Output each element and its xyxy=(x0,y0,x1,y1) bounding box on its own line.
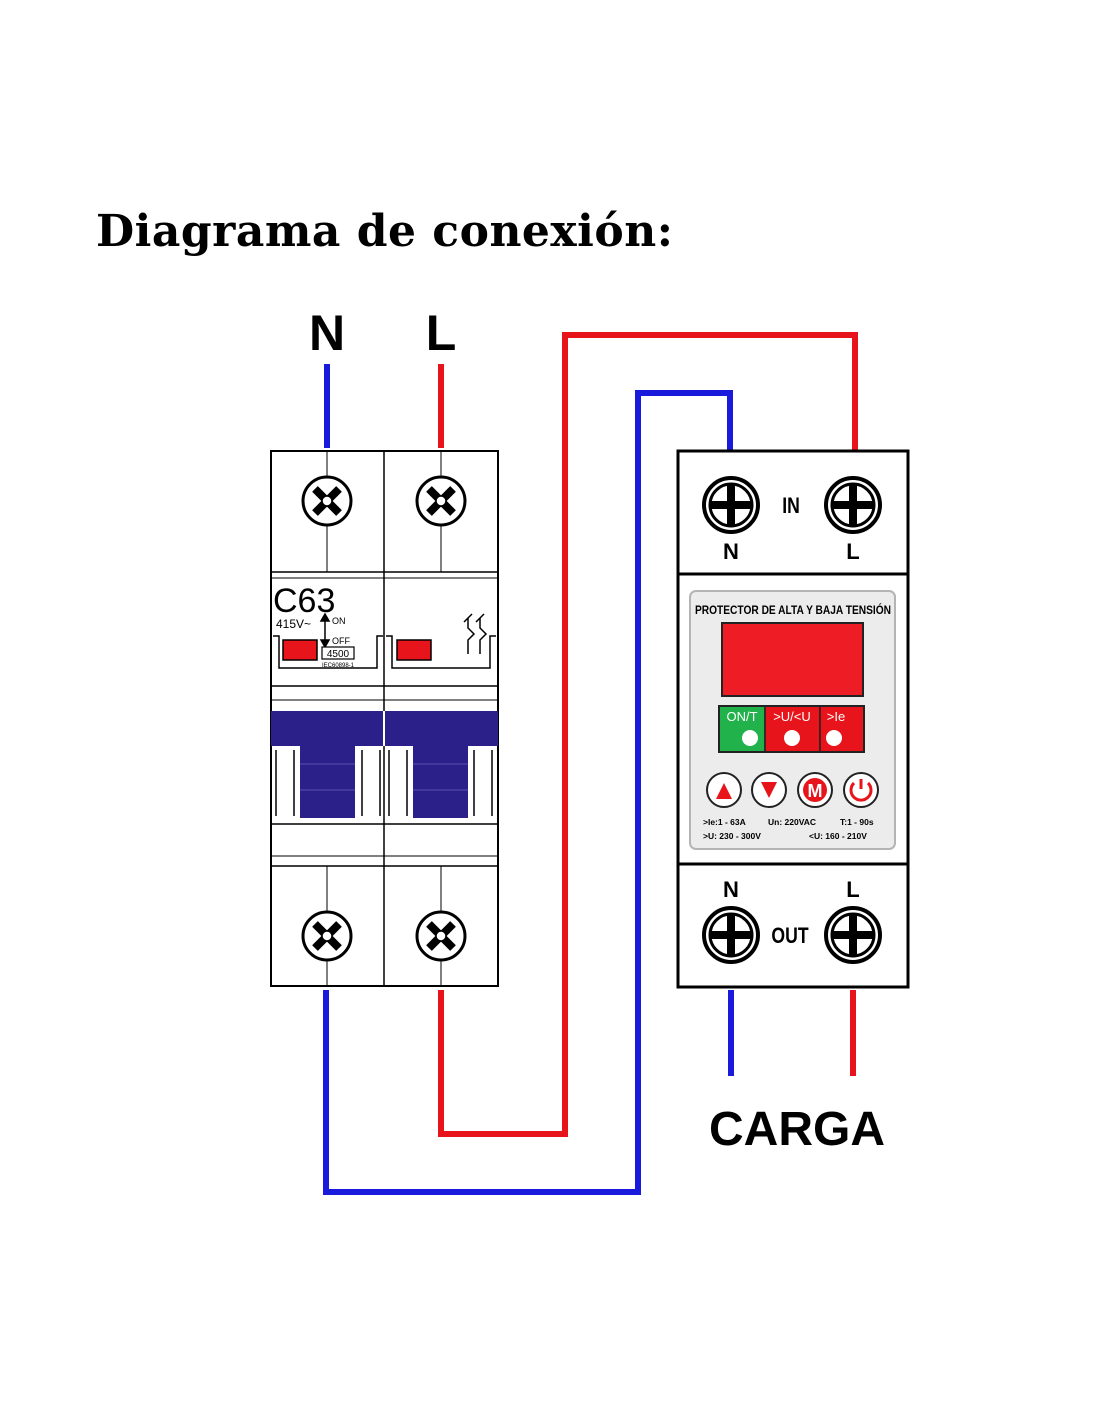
menu-button[interactable]: M xyxy=(797,772,833,808)
down-arrow-icon xyxy=(761,782,777,798)
breaker-left-indicator xyxy=(282,639,318,661)
power-button[interactable] xyxy=(843,772,879,808)
indicator-voltage-led xyxy=(784,730,800,746)
breaker-voltage-label: 415V~ xyxy=(276,617,311,631)
spec-overvoltage-range: >U: 230 - 300V xyxy=(703,831,761,841)
protector-indicators: ON/T >U/<U >Ie xyxy=(718,705,865,753)
indicator-current-label: >Ie xyxy=(827,709,845,724)
protector-out-neutral-screw-icon xyxy=(702,906,760,964)
breaker-off-label: OFF xyxy=(332,636,350,646)
page-title: Diagrama de conexión: xyxy=(96,206,674,257)
protector-in-neutral-screw-icon xyxy=(702,476,760,534)
supply-line-label: L xyxy=(426,305,457,361)
spec-nominal-voltage: Un: 220VAC xyxy=(768,817,816,827)
breaker-rating-label: 4500 xyxy=(327,649,350,660)
indicator-current-led xyxy=(826,730,842,746)
spec-undervoltage-range: <U: 160 - 210V xyxy=(809,831,867,841)
circuit-breaker: C63 415V~ ON OFF 4500 IEC60898-1 xyxy=(270,450,499,987)
wires xyxy=(323,332,858,1195)
protector-in-line-screw-icon xyxy=(824,476,882,534)
protector-in-label: IN xyxy=(782,494,800,518)
voltage-protector: IN N L PROTECTOR DE ALTA Y BAJA TENSIÓN … xyxy=(676,449,910,989)
protector-out-label: OUT xyxy=(771,924,808,948)
indicator-ont-led xyxy=(742,730,758,746)
breaker-top-left-screw-icon xyxy=(301,475,353,527)
on-off-arrow-icon xyxy=(319,612,331,649)
protector-in-line-label: L xyxy=(846,539,859,564)
protector-display xyxy=(721,622,864,697)
indicator-voltage-label: >U/<U xyxy=(773,709,811,724)
protector-out-neutral-label: N xyxy=(723,877,739,902)
spec-current-range: >Ie:1 - 63A xyxy=(703,817,746,827)
protector-in-neutral-label: N xyxy=(723,539,739,564)
breaker-right-indicator xyxy=(396,639,432,661)
menu-button-label: M xyxy=(808,781,823,801)
up-arrow-icon xyxy=(716,783,732,799)
breaker-bottom-right-screw-icon xyxy=(415,910,467,962)
down-arrow-button[interactable] xyxy=(751,772,787,808)
spec-time-range: T:1 - 90s xyxy=(840,817,874,827)
breaker-top-right-screw-icon xyxy=(415,475,467,527)
supply-neutral-label: N xyxy=(309,305,345,361)
line-wire-breaker-to-protector xyxy=(438,332,858,1137)
load-label: CARGA xyxy=(709,1103,885,1156)
protector-out-line-screw-icon xyxy=(824,906,882,964)
breaker-trip-symbol-icon xyxy=(463,613,488,654)
up-arrow-button[interactable] xyxy=(706,772,742,808)
breaker-standard-label: IEC60898-1 xyxy=(322,663,355,669)
power-icon xyxy=(849,781,873,802)
breaker-on-label: ON xyxy=(332,616,346,626)
indicator-ont-label: ON/T xyxy=(726,709,757,724)
neutral-wire-breaker-to-protector xyxy=(323,390,733,1195)
breaker-bottom-left-screw-icon xyxy=(301,910,353,962)
protector-out-line-label: L xyxy=(846,877,859,902)
protector-title: PROTECTOR DE ALTA Y BAJA TENSIÓN xyxy=(695,603,891,617)
